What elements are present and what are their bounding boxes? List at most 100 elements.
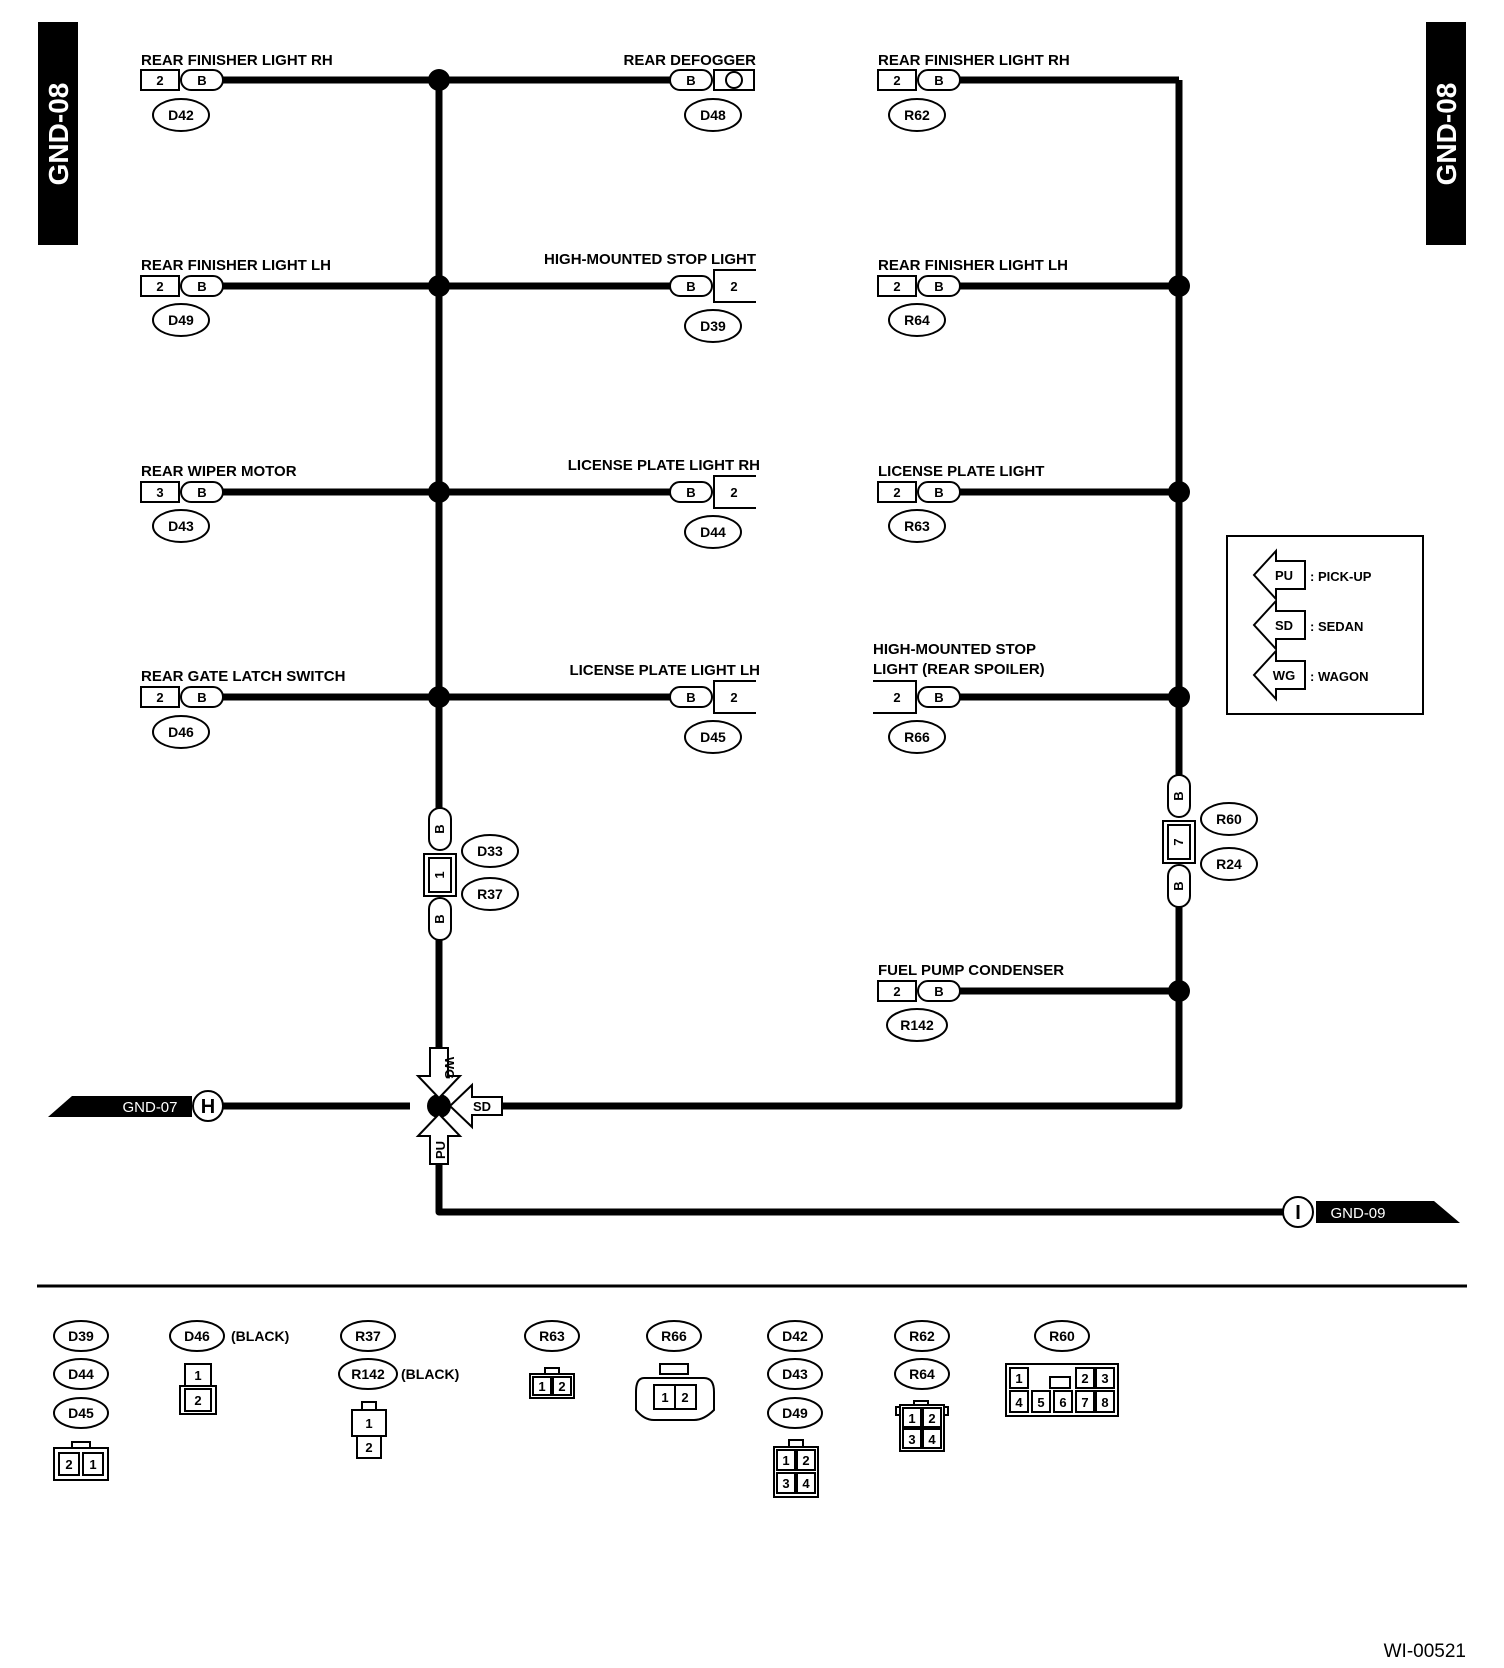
- pin-number: 4: [1015, 1395, 1023, 1410]
- offpage-gnd-09: GND-09 I: [1282, 1196, 1460, 1228]
- page-tab-right: GND-08: [1426, 22, 1466, 245]
- splice: [428, 69, 450, 91]
- legend-code: SD: [1275, 618, 1293, 633]
- right-component-3: LICENSE PLATE LIGHT 2 B R63: [877, 463, 1044, 543]
- wire-color: B: [432, 824, 447, 833]
- pickup-arrow-label: PU: [433, 1141, 448, 1159]
- joint-pin: 1: [432, 871, 447, 878]
- pin-number: 1: [908, 1411, 915, 1426]
- wires: [222, 76, 1292, 1216]
- component-name: REAR WIPER MOTOR: [141, 463, 297, 480]
- connector-id: D45: [68, 1405, 94, 1421]
- component-name-line-2: LIGHT (REAR SPOILER): [873, 661, 1045, 678]
- connector-id: D49: [168, 312, 194, 328]
- connector-id: D45: [700, 729, 726, 745]
- connector-id: R142: [351, 1366, 385, 1382]
- wire-color: B: [432, 914, 447, 923]
- connector-id: D42: [782, 1328, 808, 1344]
- pin-number: 5: [1037, 1395, 1044, 1410]
- offpage-gnd-07-letter: H: [201, 1096, 215, 1118]
- legend-label: : PICK-UP: [1310, 569, 1372, 584]
- page-tab-left-label: GND-08: [43, 83, 74, 186]
- pin-number: 2: [1081, 1371, 1088, 1386]
- pin-number: 2: [156, 279, 163, 294]
- connector-id: D43: [168, 518, 194, 534]
- connector-view-r60: R60 1 2 3 4 5 6 7 8: [1005, 1320, 1119, 1417]
- splice: [1168, 686, 1190, 708]
- legend-label: : SEDAN: [1310, 619, 1363, 634]
- legend-wagon-icon: WG: [1252, 648, 1306, 702]
- connector-note: (BLACK): [231, 1328, 289, 1344]
- connector-id: D39: [700, 318, 726, 334]
- component-name: HIGH-MOUNTED STOP LIGHT: [544, 251, 756, 268]
- gnd-09-wire: [435, 1118, 1292, 1216]
- left-component-3: REAR WIPER MOTOR 3 B D43: [140, 463, 297, 543]
- connector-id: R63: [539, 1328, 565, 1344]
- right-component-2: REAR FINISHER LIGHT LH 2 B R64: [877, 257, 1068, 337]
- component-name: LICENSE PLATE LIGHT RH: [568, 457, 760, 474]
- connector-note: (BLACK): [401, 1366, 459, 1382]
- pin-number: 2: [730, 485, 737, 500]
- component-name: REAR FINISHER LIGHT RH: [141, 52, 333, 69]
- wire-color: B: [934, 73, 943, 88]
- pin-number: 2: [156, 73, 163, 88]
- sedan-arrow-icon: SD: [448, 1082, 503, 1130]
- connector-id: R66: [904, 729, 930, 745]
- sedan-wire: [500, 986, 1183, 1110]
- middle-component-3: LICENSE PLATE LIGHT RH B 2 D44: [568, 457, 760, 549]
- pin-number: 1: [194, 1368, 201, 1383]
- connector-view-r66: R66 1 2: [635, 1320, 715, 1421]
- left-component-2: REAR FINISHER LIGHT LH 2 B D49: [140, 257, 331, 337]
- page-tab-right-label: GND-08: [1431, 83, 1462, 186]
- pin-number: 3: [156, 485, 163, 500]
- connector-id: D49: [782, 1405, 808, 1421]
- right-component-4: HIGH-MOUNTED STOP LIGHT (REAR SPOILER) 2…: [873, 641, 1045, 754]
- wire-color: B: [686, 73, 695, 88]
- pin-number: 1: [538, 1379, 545, 1394]
- connector-view-d46: D46 (BLACK) 1 2: [169, 1320, 289, 1415]
- legend-label: : WAGON: [1310, 669, 1369, 684]
- pin-number: 7: [1081, 1395, 1088, 1410]
- pin-number: 2: [893, 690, 900, 705]
- splice: [1168, 275, 1190, 297]
- component-name: REAR GATE LATCH SWITCH: [141, 668, 345, 685]
- connector-id: D43: [782, 1366, 808, 1382]
- connector-id: R63: [904, 518, 930, 534]
- wagon-arrow-label: WG: [442, 1057, 457, 1079]
- pin-number: 3: [782, 1476, 789, 1491]
- splice: [1168, 980, 1190, 1002]
- connector-id: R62: [909, 1328, 935, 1344]
- connector-view-r63: R63 1 2: [524, 1320, 580, 1399]
- offpage-gnd-09-label: GND-09: [1330, 1205, 1385, 1222]
- pin-number: 2: [730, 690, 737, 705]
- pin-number: 1: [89, 1457, 96, 1472]
- pin-number: 3: [1101, 1371, 1108, 1386]
- legend-code: WG: [1273, 668, 1295, 683]
- connector-id: D48: [700, 107, 726, 123]
- middle-component-2: HIGH-MOUNTED STOP LIGHT B 2 D39: [544, 251, 756, 343]
- middle-component-4: LICENSE PLATE LIGHT LH B 2 D45: [569, 662, 760, 754]
- wire-color: B: [686, 485, 695, 500]
- connector-view-d39-d44-d45: D39 D44 D45 2 1: [53, 1320, 109, 1481]
- pin-number: 2: [558, 1379, 565, 1394]
- offpage-gnd-07: GND-07 H: [48, 1090, 224, 1122]
- pin-number: 3: [908, 1432, 915, 1447]
- left-component-1: REAR FINISHER LIGHT RH 2 B D42: [140, 52, 333, 132]
- component-name: REAR FINISHER LIGHT LH: [141, 257, 331, 274]
- middle-component-1: REAR DEFOGGER B D48: [623, 52, 756, 132]
- wire-color: B: [934, 690, 943, 705]
- legend-pickup-icon: PU: [1252, 548, 1306, 602]
- component-name: REAR FINISHER LIGHT RH: [878, 52, 1070, 69]
- wire-color: B: [1171, 791, 1186, 800]
- connector-id: D39: [68, 1328, 94, 1344]
- page-tab-left: GND-08: [38, 22, 78, 245]
- joint-connector-left: B 1 B D33 R37: [423, 807, 519, 941]
- pin-number: 2: [893, 485, 900, 500]
- offpage-gnd-09-letter: I: [1295, 1202, 1301, 1224]
- connector-id: R24: [1216, 856, 1242, 872]
- right-component-5: FUEL PUMP CONDENSER 2 B R142: [877, 962, 1064, 1042]
- figure-code: WI-00521: [1384, 1641, 1466, 1662]
- connector-id: R66: [661, 1328, 687, 1344]
